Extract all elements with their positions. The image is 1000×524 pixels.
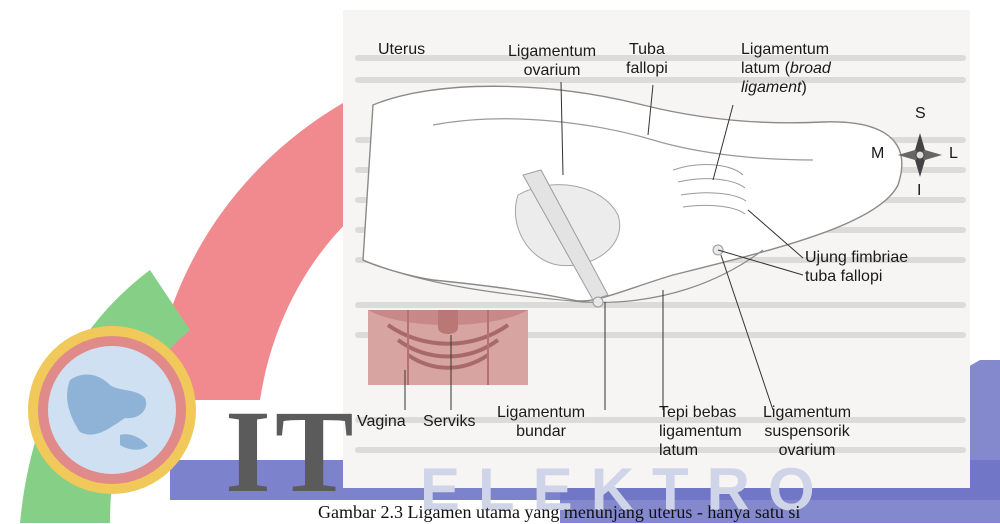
label-uterus: Uterus: [378, 40, 425, 59]
label-ligamentum-bundar-line2: bundar: [497, 422, 585, 441]
label-ligamentum-ovarium-line2: ovarium: [508, 61, 596, 80]
compass-south-letter: I: [917, 182, 921, 200]
label-ligamentum-latum-word: latum (: [741, 60, 790, 77]
label-ligamentum-suspensorik-line3: ovarium: [763, 441, 851, 460]
label-ligament-word: ligament: [741, 79, 801, 96]
label-ligamentum-suspensorik-line2: suspensorik: [763, 422, 851, 441]
uterus-ligament-figure: Uterus Ligamentum ovarium Tuba fallopi L…: [343, 10, 970, 488]
label-tepi-bebas-line2: ligamentum: [659, 422, 742, 441]
label-ligamentum-suspensorik: Ligamentum suspensorik ovarium: [763, 403, 851, 460]
label-tepi-bebas-line3: latum: [659, 441, 742, 460]
figure-caption: Gambar 2.3 Ligamen utama yang menunjang …: [318, 502, 800, 523]
label-ujung-fimbriae-line2: tuba fallopi: [805, 267, 908, 286]
label-ligamentum-ovarium: Ligamentum ovarium: [508, 42, 596, 80]
label-close-paren: ): [801, 79, 806, 96]
label-ligamentum-bundar: Ligamentum bundar: [497, 403, 585, 441]
round-ligament-knot: [593, 297, 603, 307]
cervix-vagina-section: [368, 310, 528, 385]
label-ligamentum-latum: Ligamentum latum (broad ligament): [741, 40, 831, 97]
label-ligamentum-suspensorik-line1: Ligamentum: [763, 403, 851, 422]
label-ligamentum-latum-line1: Ligamentum: [741, 40, 831, 59]
compass-north-letter: S: [915, 105, 926, 123]
label-ligamentum-ovarium-line1: Ligamentum: [508, 42, 596, 61]
label-tepi-bebas: Tepi bebas ligamentum latum: [659, 403, 742, 460]
compass-east-letter: L: [949, 145, 958, 163]
label-ujung-fimbriae: Ujung fimbriae tuba fallopi: [805, 248, 908, 286]
label-ujung-fimbriae-line1: Ujung fimbriae: [805, 248, 908, 267]
label-tuba-fallopi: Tuba fallopi: [626, 40, 668, 78]
label-tuba-fallopi-line2: fallopi: [626, 59, 668, 78]
compass-west-letter: M: [871, 145, 884, 163]
label-tuba-fallopi-line1: Tuba: [626, 40, 668, 59]
label-serviks: Serviks: [423, 412, 475, 431]
logo-text: IT: [225, 393, 358, 511]
label-tepi-bebas-line1: Tepi bebas: [659, 403, 742, 422]
label-broad-word: broad: [790, 60, 831, 77]
label-ligamentum-bundar-line1: Ligamentum: [497, 403, 585, 422]
label-ligamentum-latum-line2: latum (broad: [741, 59, 831, 78]
label-ligamentum-latum-line3: ligament): [741, 78, 831, 97]
label-vagina: Vagina: [357, 412, 406, 431]
